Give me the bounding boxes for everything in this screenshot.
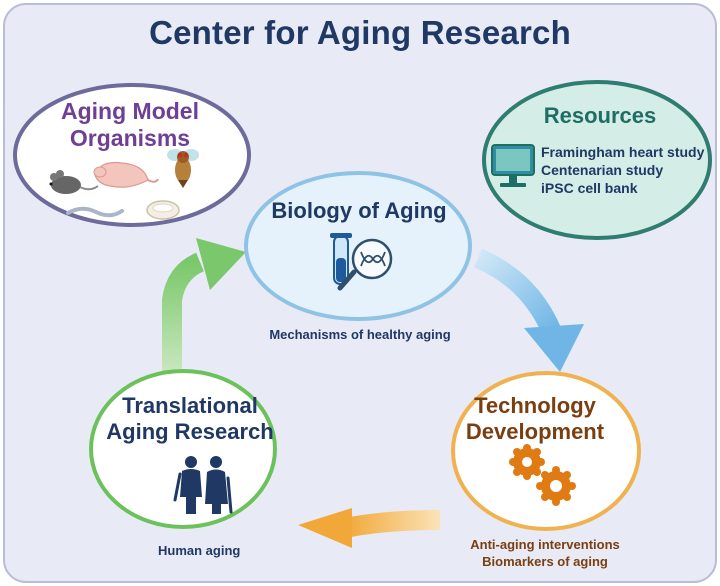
resource-item-framingham: Framingham heart study [541, 144, 705, 160]
aging-models-title: Aging Model Organisms [61, 98, 199, 151]
translational-caption: Human aging [158, 543, 241, 558]
translational-title: Translational Aging Research [106, 393, 274, 444]
resources-title: Resources [543, 103, 657, 128]
test-tube-dna-icon [330, 233, 393, 291]
gears-icon [509, 444, 576, 506]
resource-item-ipsc: iPSC cell bank [541, 180, 638, 196]
naked-mole-rat-icon [93, 161, 159, 188]
arrow-translational-to-biology [162, 238, 246, 380]
technology-ellipse [451, 371, 641, 531]
resources-ellipse [482, 80, 712, 240]
technology-captions: Anti-aging interventions Biomarkers of a… [445, 536, 645, 570]
worm-icon [66, 206, 124, 218]
technology-caption-biomarkers: Biomarkers of aging [482, 554, 608, 569]
monitor-icon [491, 144, 535, 187]
biology-title: Biology of Aging [271, 198, 447, 223]
technology-caption-interventions: Anti-aging interventions [470, 537, 620, 552]
petri-dish-icon [146, 200, 180, 220]
mouse-icon [49, 170, 99, 194]
resource-item-centenarian: Centenarian study [541, 162, 664, 178]
elderly-couple-icon [173, 456, 233, 514]
diagram-title: Center for Aging Research [149, 14, 571, 51]
technology-title: Technology Development [465, 393, 605, 444]
arrow-technology-to-translational [298, 508, 441, 548]
fruit-fly-icon [167, 149, 199, 188]
arrow-biology-to-technology [473, 248, 584, 372]
biology-caption: Mechanisms of healthy aging [269, 327, 451, 342]
resources-list: Framingham heart study Centenarian study… [541, 143, 704, 197]
